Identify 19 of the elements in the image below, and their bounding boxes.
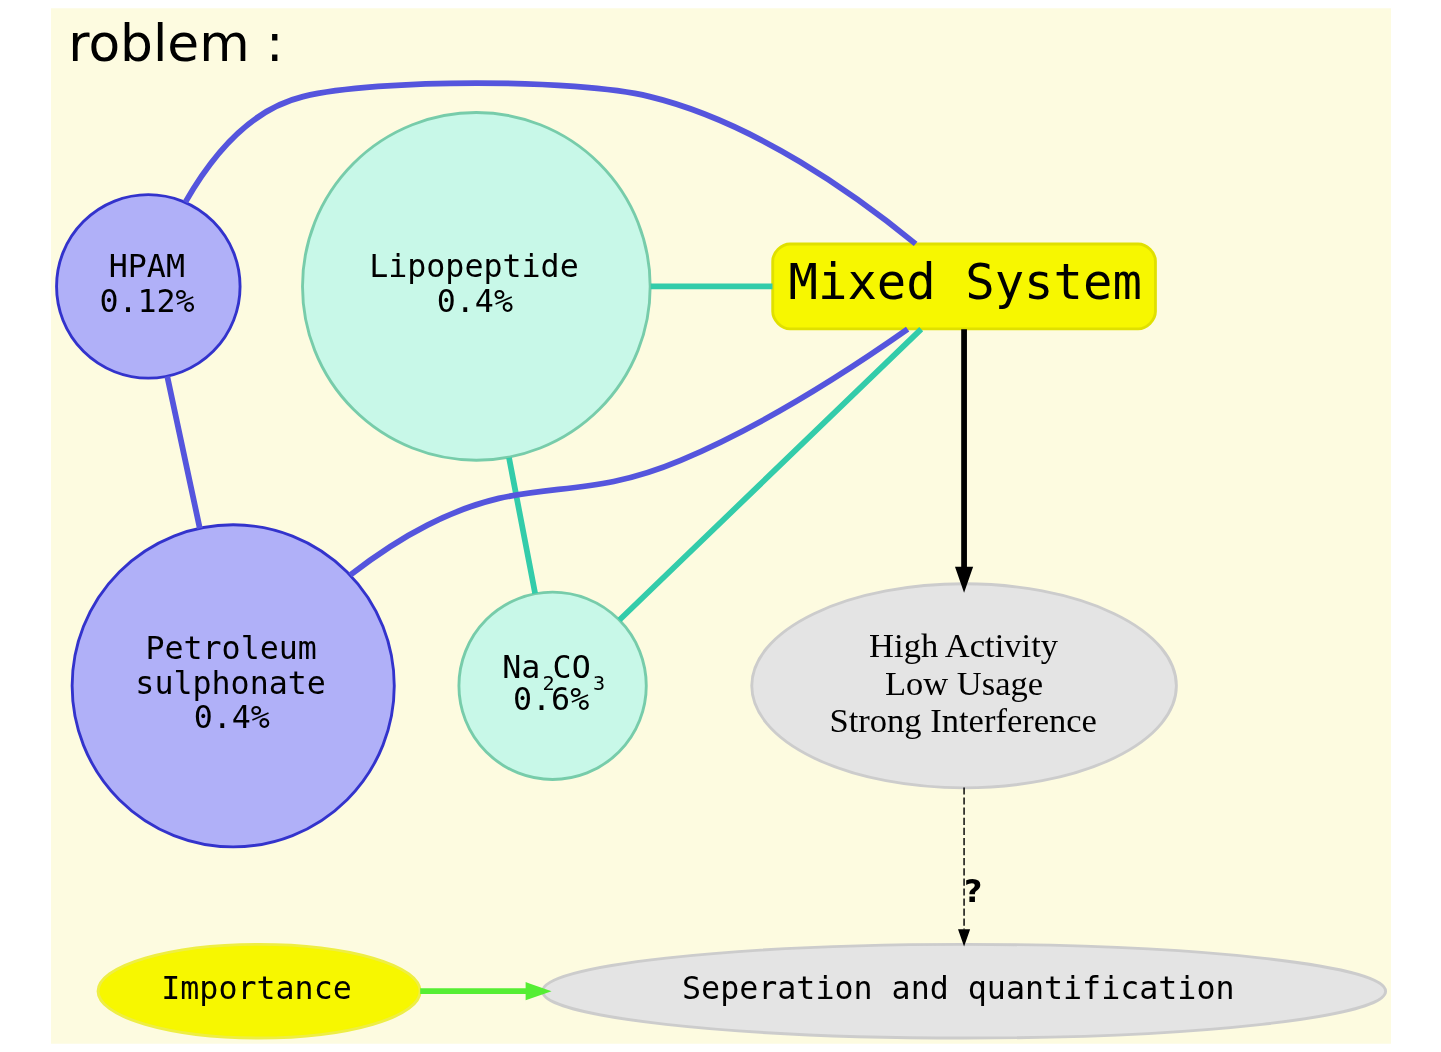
connector [163,375,203,529]
node-circle: Petroleum sulphonate 0.4% [70,523,396,849]
diagram-title: roblem : [67,13,284,74]
arrow [954,329,973,593]
node-ellipse: Importance [96,942,422,1040]
connector [348,326,909,578]
connector [505,457,538,595]
connector [650,283,772,290]
node-ellipse: High Activity Low Usage Strong Interference [749,582,1178,790]
arrow [957,786,970,947]
node-circle: Na$_{2}$CO$_{3}$ 0.6% [457,590,648,781]
arrow [419,982,552,1001]
connector [616,327,923,623]
node-box: Mixed System [770,242,1157,331]
node-circle: HPAM 0.12% [54,193,241,380]
connector [182,80,917,247]
node-circle: Lipopeptide 0.4% [300,111,652,462]
edge-label: ? [963,873,982,910]
node-ellipse: Seperation and quantification [540,942,1387,1040]
